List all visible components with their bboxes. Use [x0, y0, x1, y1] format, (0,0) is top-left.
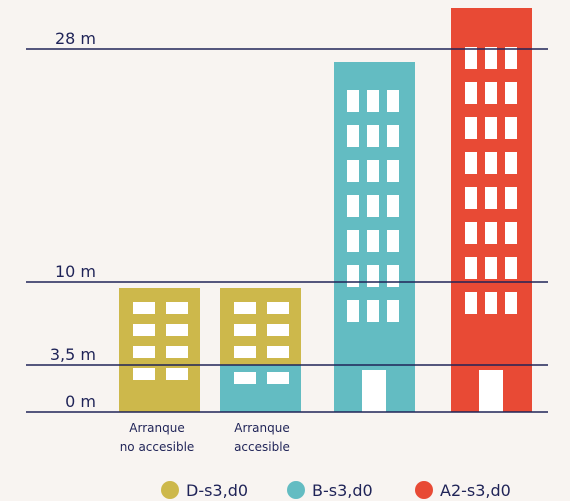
legend-item-a2-s3-d0: A2-s3,d0: [415, 481, 511, 500]
caption-1-line2: no accesible: [120, 440, 195, 454]
building-door: [362, 370, 386, 412]
building-medium-height: [334, 62, 415, 412]
label-0m: 0 m: [65, 392, 96, 411]
legend-item-d-s3-d0: D-s3,d0: [161, 481, 248, 500]
building-windows: [133, 302, 188, 380]
legend-swatch: [415, 481, 433, 499]
legend-item-b-s3-d0: B-s3,d0: [287, 481, 373, 500]
legend-label: B-s3,d0: [312, 481, 373, 500]
height-lines: [26, 48, 548, 413]
building-door: [479, 370, 503, 412]
building-windows: [234, 302, 289, 384]
legend: D-s3,d0 B-s3,d0 A2-s3,d0: [161, 481, 511, 500]
legend-label: D-s3,d0: [186, 481, 248, 500]
building-captions: Arranque no accesible Arranque accesible: [120, 421, 290, 454]
legend-swatch: [287, 481, 305, 499]
label-10m: 10 m: [55, 262, 96, 281]
building-arranque-accesible: [220, 288, 301, 412]
building-windows: [465, 47, 517, 412]
building-arranque-no-accesible: [119, 288, 200, 412]
building-high-rise: [451, 8, 532, 412]
height-labels: 28 m 10 m 3,5 m 0 m: [50, 29, 96, 411]
label-3-5m: 3,5 m: [50, 345, 96, 364]
caption-2-line2: accesible: [234, 440, 290, 454]
building-body: [451, 8, 532, 412]
legend-label: A2-s3,d0: [440, 481, 511, 500]
caption-2-line1: Arranque: [234, 421, 289, 435]
label-28m: 28 m: [55, 29, 96, 48]
legend-swatch: [161, 481, 179, 499]
caption-1-line1: Arranque: [129, 421, 184, 435]
